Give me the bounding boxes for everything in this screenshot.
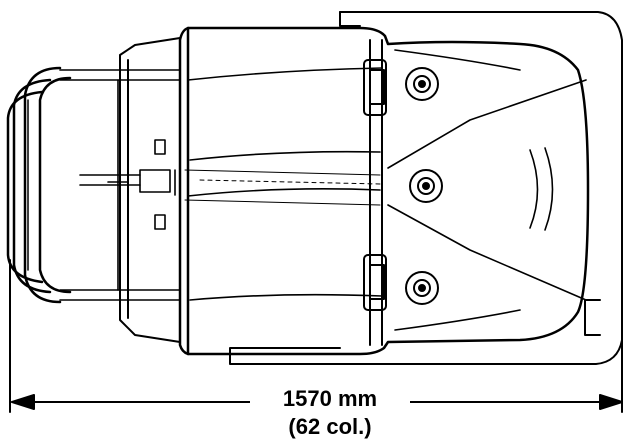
dimension-imperial-label: (62 col.) — [250, 414, 410, 440]
jet-nozzles — [405, 67, 443, 305]
dimension-arrow — [9, 259, 623, 413]
center-divider — [363, 39, 387, 346]
seat-cushions — [184, 67, 383, 301]
wedge-panels — [387, 49, 587, 331]
chassis-frame — [59, 69, 181, 301]
dimension-metric-label: 1570 mm — [250, 386, 410, 412]
left-hood — [119, 37, 181, 343]
tub-body — [178, 26, 590, 356]
handle-rails — [6, 66, 72, 304]
